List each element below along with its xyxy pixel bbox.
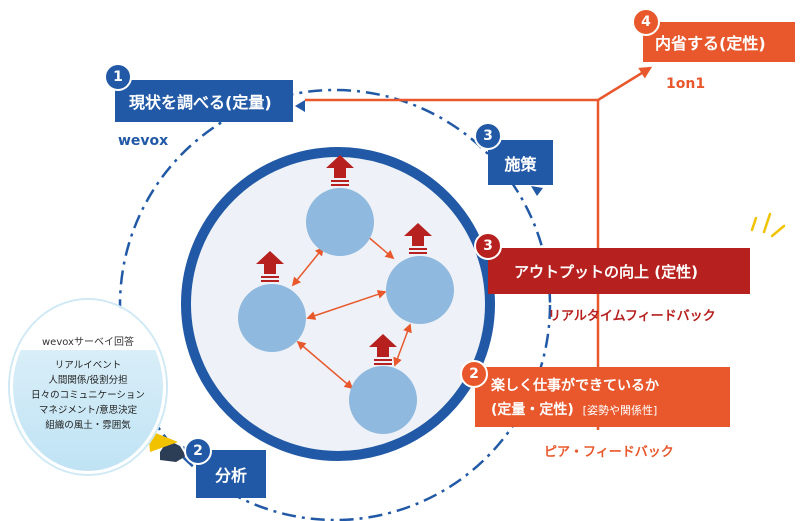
survey-pointer (148, 430, 178, 452)
growth-arrow-icon (326, 155, 354, 186)
survey-item: 組織の風土・雰囲気 (45, 420, 131, 431)
cycle-arrow-right (531, 186, 543, 196)
step3-measures-box: 施策 (488, 140, 553, 185)
cycle-arrow-top (295, 100, 305, 112)
step4-tool-label: 1on1 (666, 76, 706, 92)
survey-item: マネジメント/意思決定 (38, 405, 138, 416)
step2-work-title-line1: 楽しく仕事ができているか (491, 378, 659, 394)
step3-output-title: アウトプットの向上 (定性) (514, 262, 698, 281)
relation-arrow (291, 246, 325, 287)
survey-item: リアルイベント (54, 360, 122, 371)
cycle-ring (118, 88, 552, 521)
step4-number-badge: 4 (632, 8, 660, 36)
relation-arrow (306, 290, 387, 320)
member-circle (349, 366, 417, 434)
growth-arrow-icon (404, 223, 432, 254)
step2-work-feedback-label: ピア・フィードバック (544, 445, 674, 460)
member-circle (306, 188, 374, 256)
step4-title: 内省する(定性) (655, 34, 766, 53)
step3-output-box: アウトプットの向上 (定性) (488, 248, 750, 294)
relation-arrow (296, 340, 354, 390)
step4-box: 内省する(定性) (643, 22, 795, 62)
step2-work-title-line2: (定量・定性) (491, 402, 574, 418)
growth-arrow-icon (369, 334, 397, 365)
step1-tool-label: wevox (118, 133, 169, 149)
step3-measures-number-badge: 3 (474, 122, 502, 150)
step3-measures-title: 施策 (504, 154, 537, 174)
survey-item: 日々のコミュニケーション (31, 390, 145, 401)
step3-output-feedback-label: リアルタイムフィードバック (548, 309, 716, 324)
growth-arrow-icon (256, 251, 284, 282)
survey-title: wevoxサーベイ回答 (42, 337, 134, 348)
step1-box: 現状を調べる(定量) (115, 80, 293, 122)
survey-bubble: wevoxサーベイ回答 リアルイベント 人間関係/役割分担 日々のコミュニケーシ… (10, 300, 166, 474)
step2-work-note: [姿勢や関係性] (582, 404, 658, 417)
flow-arrow-to-1on1 (597, 66, 653, 102)
step1-title: 現状を調べる(定量) (129, 93, 272, 112)
step2-analysis-number-badge: 2 (184, 437, 212, 465)
step3-output-number-badge: 3 (474, 232, 502, 260)
member-circle (238, 284, 306, 352)
step2-work-number-badge: 2 (460, 360, 488, 388)
member-circle (386, 256, 454, 324)
emphasis-spark-icon (750, 212, 786, 238)
survey-item: 人間関係/役割分担 (48, 375, 128, 386)
step2-analysis-title: 分析 (214, 466, 247, 485)
step2-work-box: 楽しく仕事ができているか (定量・定性) [姿勢や関係性] (475, 367, 730, 427)
relation-arrow (393, 323, 412, 367)
step1-number-badge: 1 (104, 63, 132, 91)
survey-item-list: リアルイベント 人間関係/役割分担 日々のコミュニケーション マネジメント/意思… (13, 358, 163, 433)
